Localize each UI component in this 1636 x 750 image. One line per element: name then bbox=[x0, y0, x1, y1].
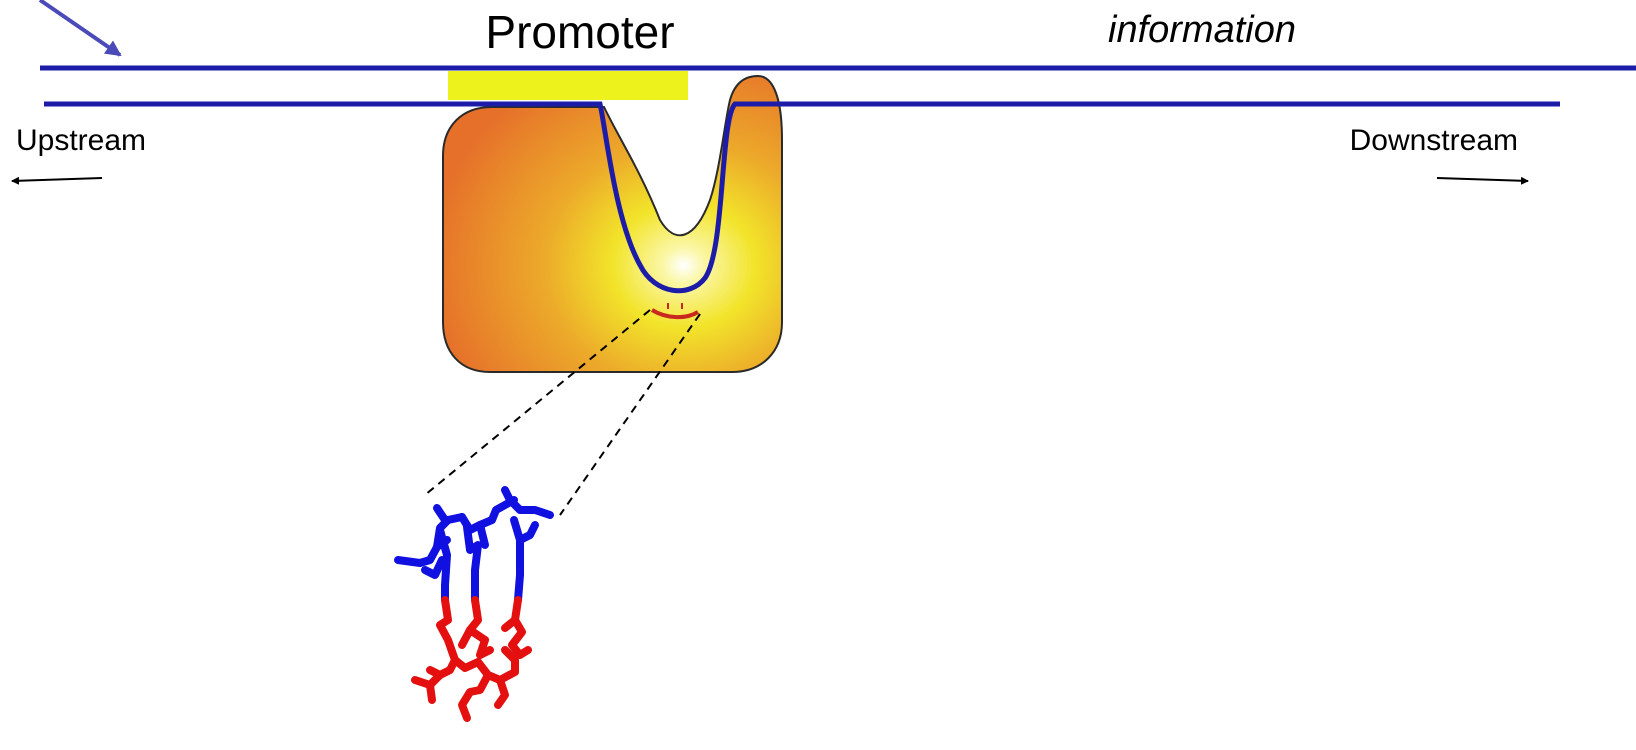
dna-bases-stick-model bbox=[394, 486, 554, 604]
zoom-line-left bbox=[424, 309, 651, 496]
right-arrow-icon bbox=[1436, 176, 1529, 185]
rna-transcript bbox=[650, 308, 700, 319]
dna-rna-hybrid-stick-model bbox=[394, 486, 554, 722]
diagonal-arrow-icon bbox=[38, 0, 122, 57]
left-arrow-icon bbox=[11, 176, 103, 185]
information-label: information bbox=[1108, 9, 1296, 51]
downstream-label: Downstream bbox=[1350, 124, 1518, 157]
promoter-label: Promoter bbox=[485, 6, 674, 58]
upstream-label: Upstream bbox=[16, 124, 146, 157]
dna-coding-strand-bottom bbox=[44, 101, 1560, 294]
rna-polymerase-shape bbox=[442, 74, 783, 373]
promoter-box bbox=[448, 71, 688, 100]
rna-bases-stick-model bbox=[411, 596, 532, 722]
